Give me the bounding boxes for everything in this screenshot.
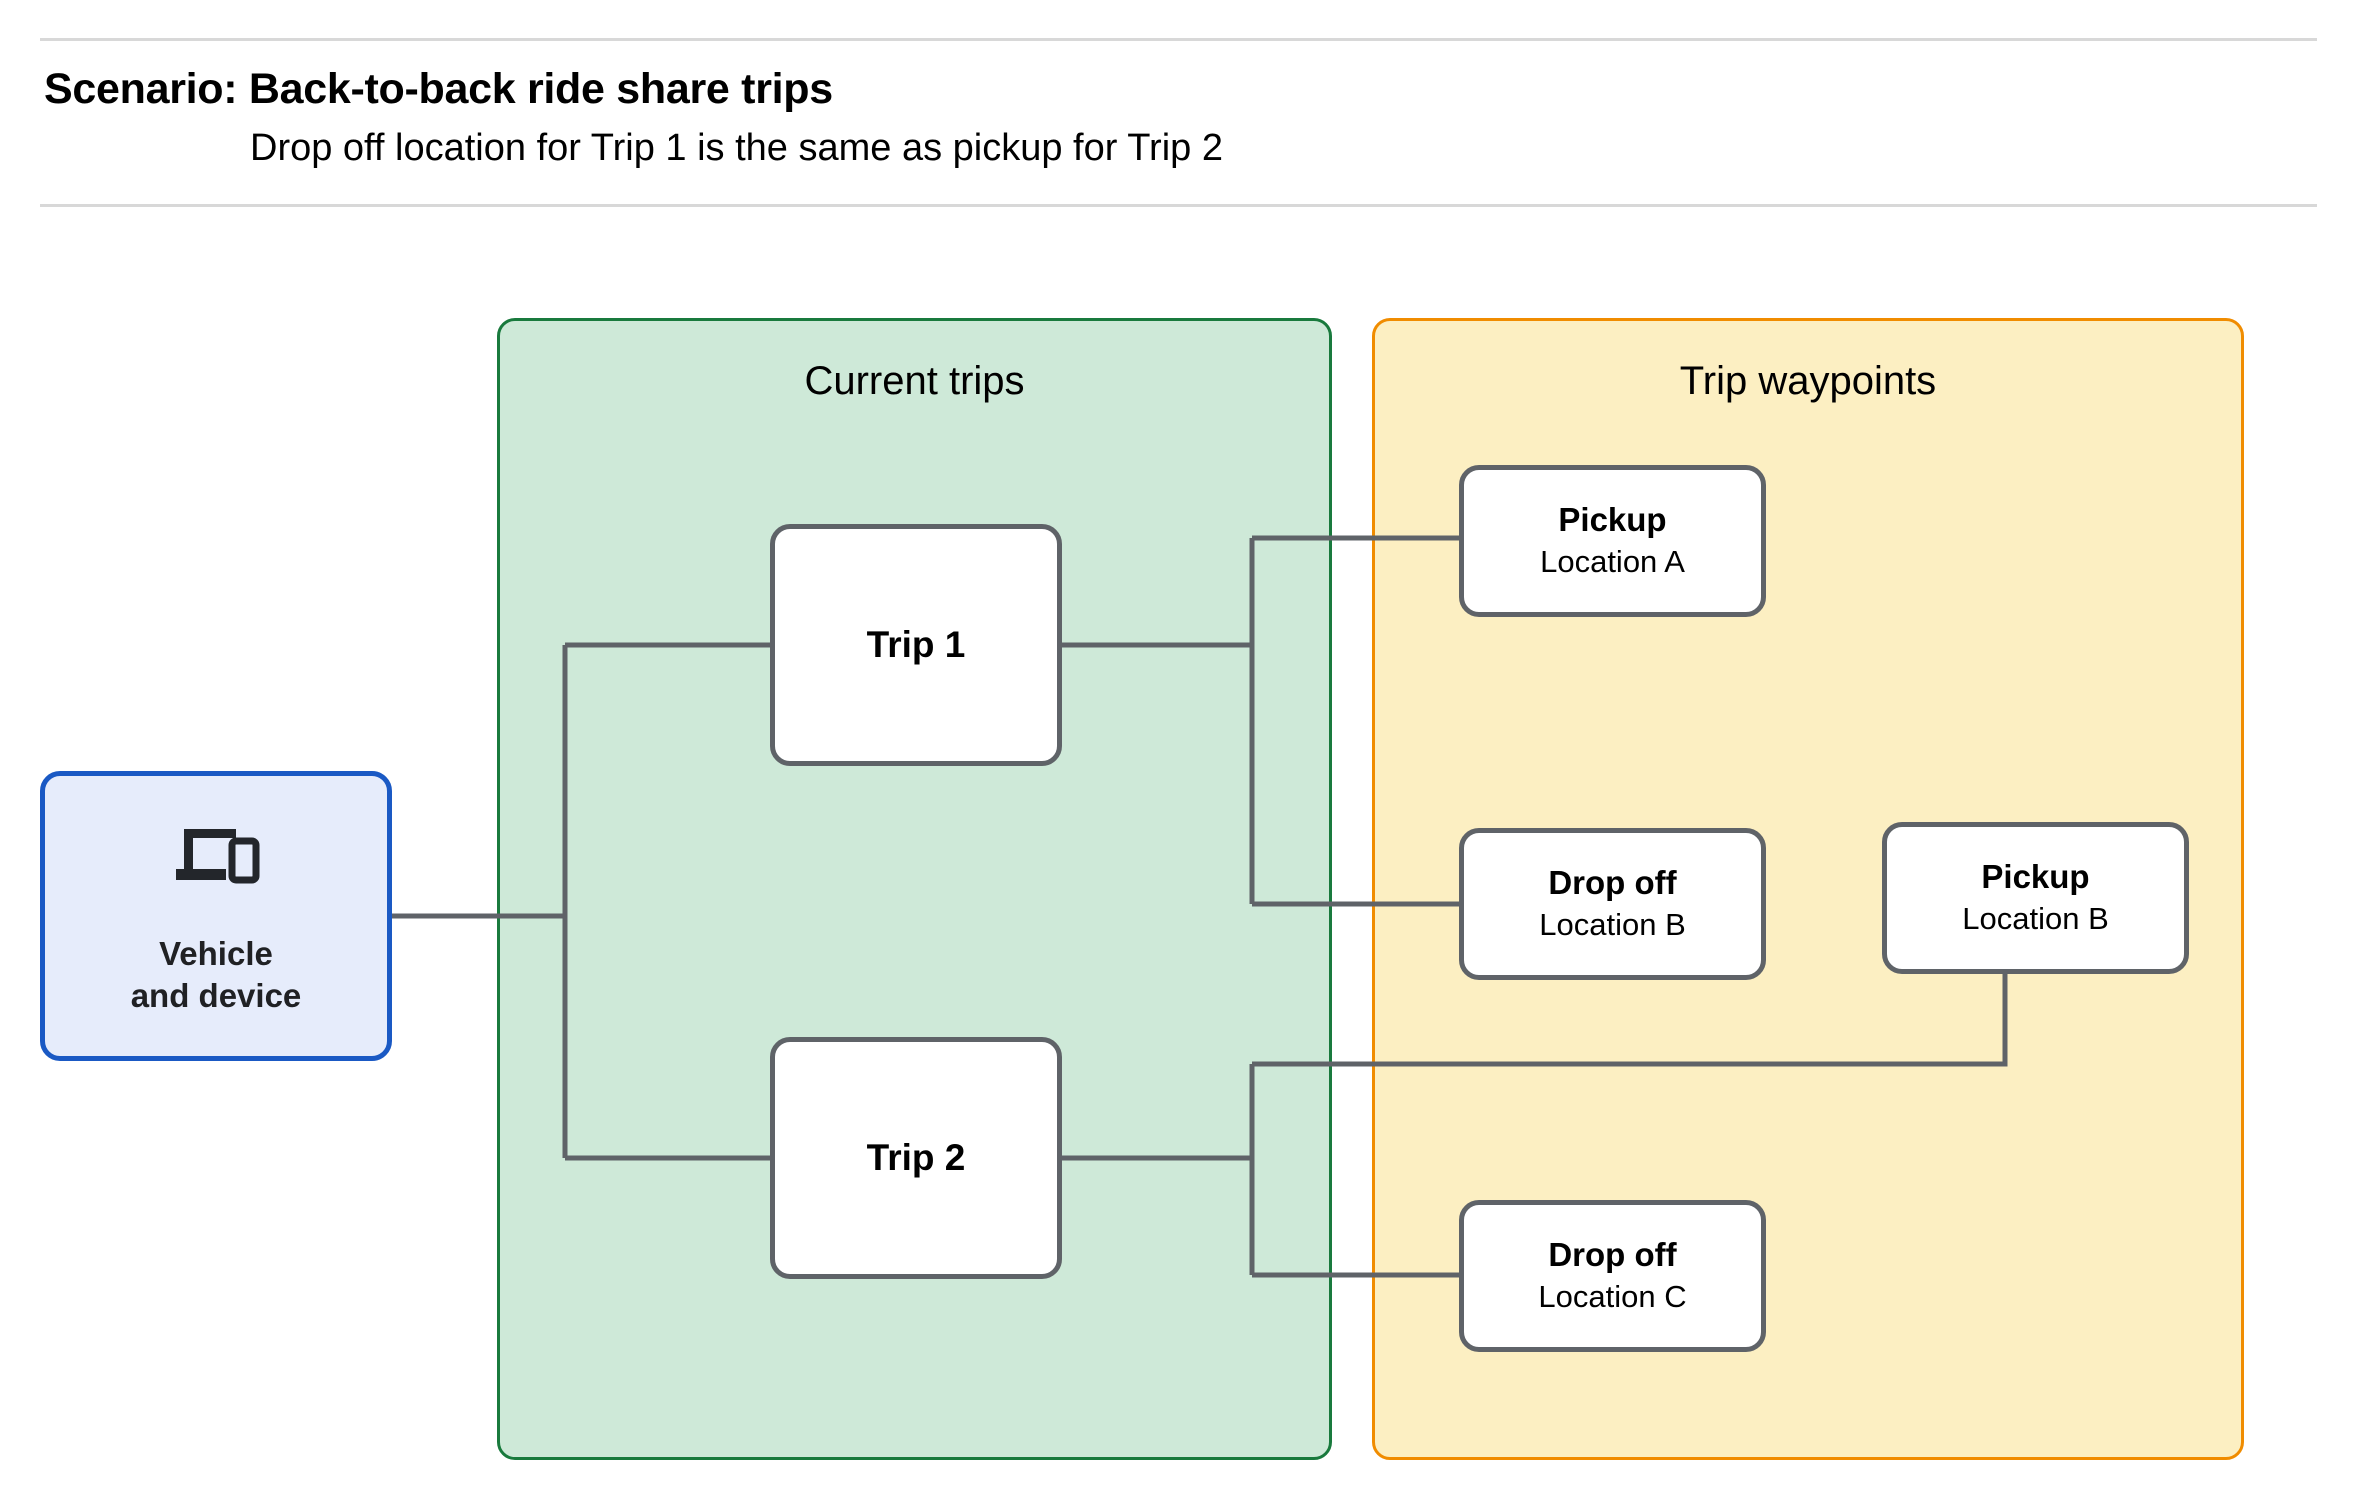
waypoint-dropoff-b-type: Drop off bbox=[1548, 864, 1677, 902]
waypoint-pickup-a-location: Location A bbox=[1540, 544, 1685, 580]
page-title: Scenario: Back-to-back ride share trips bbox=[44, 65, 833, 113]
header-divider-bottom bbox=[40, 204, 2317, 207]
panel-current-trips-title: Current trips bbox=[804, 359, 1025, 403]
waypoint-pickup-b-location: Location B bbox=[1962, 901, 2109, 937]
laptop-and-phone-icon bbox=[176, 828, 260, 884]
page-subtitle: Drop off location for Trip 1 is the same… bbox=[250, 127, 1223, 169]
trip-2-node[interactable]: Trip 2 bbox=[770, 1037, 1062, 1279]
waypoint-dropoff-location-c[interactable]: Drop off Location C bbox=[1459, 1200, 1766, 1352]
panel-current-trips: Current trips bbox=[497, 318, 1332, 1460]
trip-2-label: Trip 2 bbox=[866, 1137, 966, 1178]
waypoint-pickup-b-type: Pickup bbox=[1981, 858, 2090, 896]
waypoint-dropoff-location-b[interactable]: Drop off Location B bbox=[1459, 828, 1766, 980]
panel-trip-waypoints-title: Trip waypoints bbox=[1679, 359, 1937, 403]
waypoint-pickup-a-type: Pickup bbox=[1558, 501, 1667, 539]
trip-1-node[interactable]: Trip 1 bbox=[770, 524, 1062, 766]
waypoint-pickup-location-b[interactable]: Pickup Location B bbox=[1882, 822, 2189, 974]
vehicle-and-device-node[interactable]: Vehicle and device bbox=[40, 771, 392, 1061]
waypoint-dropoff-b-location: Location B bbox=[1539, 907, 1686, 943]
vehicle-and-device-label: Vehicle and device bbox=[130, 934, 302, 1014]
waypoint-dropoff-c-type: Drop off bbox=[1548, 1236, 1677, 1274]
waypoint-pickup-location-a[interactable]: Pickup Location A bbox=[1459, 465, 1766, 617]
trip-1-label: Trip 1 bbox=[866, 624, 966, 665]
header-divider-top bbox=[40, 38, 2317, 41]
waypoint-dropoff-c-location: Location C bbox=[1538, 1279, 1687, 1315]
